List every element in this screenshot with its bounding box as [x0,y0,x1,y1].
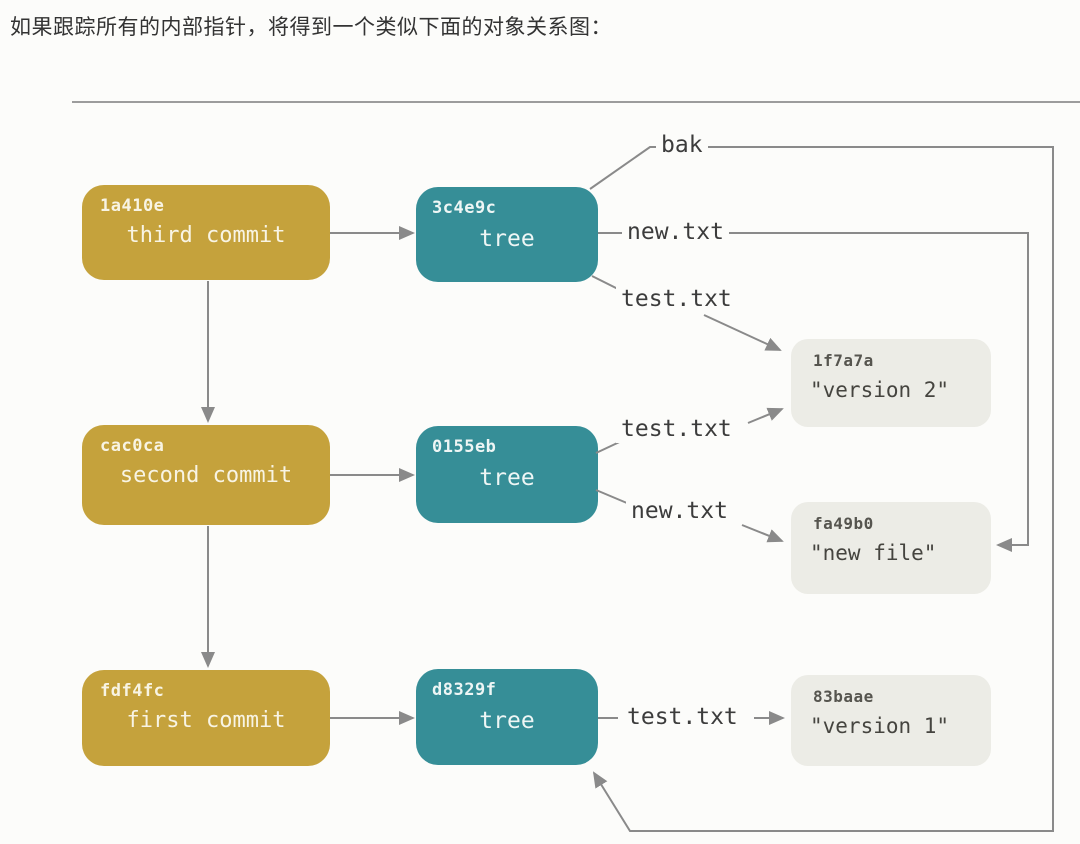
blob-hash: 1f7a7a [813,351,874,370]
tree-label: tree [479,465,535,491]
blob-hash: 83baae [813,687,874,706]
blob-node-83baae: 83baae "version 1" [791,675,991,766]
edge-label-new-txt-mid: new.txt [626,498,733,525]
tree-label: tree [479,708,535,734]
commit-hash: fdf4fc [100,681,165,701]
separator-line [72,101,1080,103]
edge-label-new-txt-top: new.txt [622,219,729,246]
tree-hash: d8329f [432,680,497,700]
blob-label: "version 2" [810,378,950,402]
tree-node-0155eb: 0155eb tree [416,426,598,523]
tree-node-d8329f: d8329f tree [416,669,598,765]
edge-testtxt-tree1-to-blob1 [703,314,782,351]
edge-testtxt-tree2-to-blob1 [747,407,784,424]
commit-node-first: fdf4fc first commit [82,670,330,766]
blob-node-1f7a7a: 1f7a7a "version 2" [791,339,991,427]
tree-hash: 3c4e9c [432,198,497,218]
edge-label-test-txt-bottom: test.txt [622,704,743,731]
commit-label: first commit [126,708,286,733]
edge-label-test-txt-top: test.txt [616,286,737,313]
commit-node-third: 1a410e third commit [82,185,330,280]
blob-hash: fa49b0 [813,514,874,533]
tree-hash: 0155eb [432,437,497,457]
blob-node-fa49b0: fa49b0 "new file" [791,502,991,594]
edge-label-test-txt-mid: test.txt [616,416,737,443]
commit-hash: 1a410e [100,196,165,216]
commit-label: third commit [126,223,286,248]
tree-node-3c4e9c: 3c4e9c tree [416,187,598,282]
commit-node-second: cac0ca second commit [82,425,330,525]
edge-label-bak: bak [656,132,708,159]
edge-newtxt-tree2-to-blob2 [741,524,784,543]
tree-label: tree [479,226,535,252]
commit-label: second commit [119,463,293,488]
blob-label: "version 1" [810,714,950,738]
blob-label: "new file" [810,541,937,565]
commit-hash: cac0ca [100,436,165,456]
intro-text: 如果跟踪所有的内部指针，将得到一个类似下面的对象关系图： [10,16,612,39]
